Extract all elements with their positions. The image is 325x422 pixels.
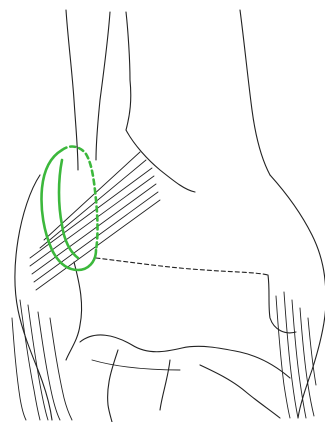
oblique-fiber-bundle [30,152,160,290]
highlight-dashed-outline [62,147,98,250]
right-ligament-strands [276,292,316,418]
articular-surface [80,335,290,422]
left-ligament-strands [12,300,72,420]
intercondylar-notch [66,258,296,360]
femur-shaft [66,10,270,192]
condyle-outline [15,175,325,420]
